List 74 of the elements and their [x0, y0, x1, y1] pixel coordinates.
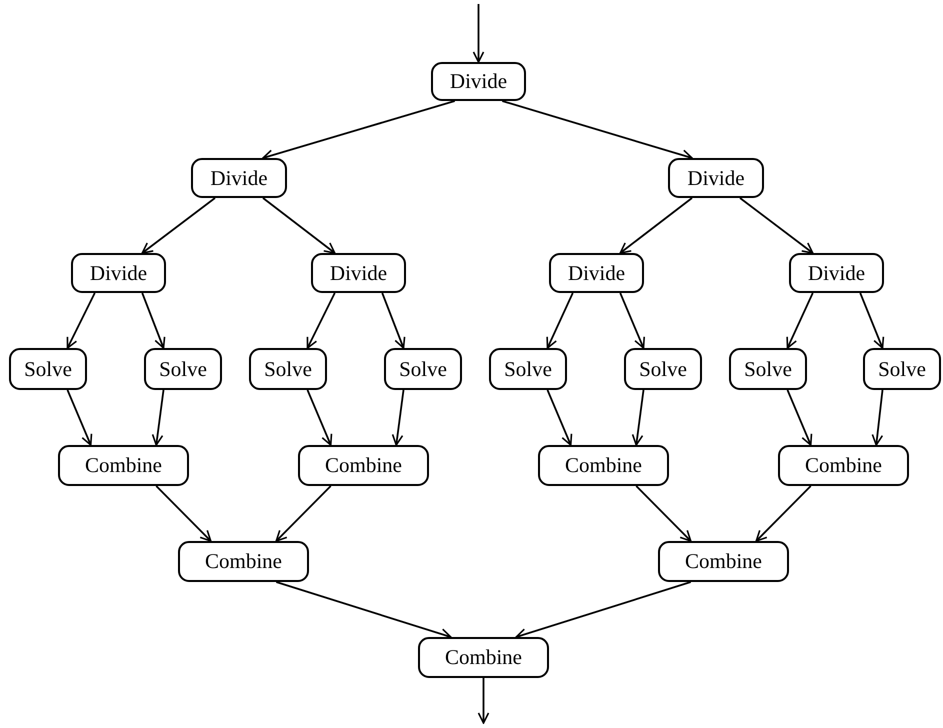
arrow	[546, 292, 574, 349]
node-label: Divide	[450, 69, 508, 94]
arrow	[141, 292, 166, 349]
arrow	[786, 390, 812, 446]
node-label: Divide	[568, 260, 626, 286]
arrow	[276, 581, 452, 640]
arrow	[472, 4, 484, 63]
process-box	[191, 158, 287, 198]
arrow	[515, 581, 692, 640]
process-box	[298, 445, 429, 486]
node-label: Combine	[445, 645, 522, 670]
node-label: Solve	[264, 356, 312, 382]
arrow	[141, 197, 216, 254]
process-box	[249, 348, 327, 390]
node-label: Combine	[325, 453, 402, 478]
arrow	[636, 485, 692, 542]
arrow	[755, 485, 812, 542]
process-box	[778, 445, 909, 486]
arrow	[859, 292, 884, 349]
node-label: Solve	[24, 356, 72, 382]
arrow	[66, 292, 96, 349]
node-label: Divide	[90, 260, 148, 286]
arrow	[152, 390, 164, 446]
arrow	[262, 100, 455, 161]
process-box	[178, 541, 309, 582]
process-box	[658, 541, 789, 582]
arrow	[546, 390, 572, 446]
arrow	[306, 292, 336, 349]
process-box	[624, 348, 702, 390]
process-box	[418, 637, 549, 678]
process-box	[789, 253, 884, 293]
arrow	[632, 390, 644, 446]
node-label: Combine	[85, 453, 162, 478]
node-label: Solve	[159, 356, 207, 382]
node-label: Combine	[205, 549, 282, 574]
node-label: Divide	[330, 260, 388, 286]
arrow	[502, 100, 693, 161]
arrow	[381, 292, 406, 349]
process-box	[538, 445, 669, 486]
arrow	[786, 292, 814, 349]
arrow	[275, 485, 332, 542]
node-label: Solve	[639, 356, 687, 382]
node-label: Divide	[687, 166, 745, 190]
arrow	[306, 390, 332, 446]
process-box	[489, 348, 567, 390]
arrow	[478, 678, 490, 724]
node-label: Solve	[399, 356, 447, 382]
arrow	[262, 197, 336, 254]
node-label: Combine	[805, 453, 882, 478]
process-box	[863, 348, 941, 390]
arrow	[739, 197, 814, 254]
process-box	[58, 445, 189, 486]
process-box	[311, 253, 406, 293]
process-box	[431, 62, 526, 101]
node-label: Solve	[878, 356, 926, 382]
process-box	[384, 348, 462, 390]
node-label: Solve	[504, 356, 552, 382]
process-box	[668, 158, 764, 198]
process-box	[9, 348, 87, 390]
arrow	[619, 292, 645, 349]
node-label: Divide	[808, 260, 866, 286]
node-label: Divide	[210, 166, 268, 190]
arrow	[872, 390, 884, 446]
process-box	[729, 348, 807, 390]
node-label: Combine	[685, 549, 762, 574]
process-box	[549, 253, 644, 293]
process-box	[144, 348, 222, 390]
node-label: Solve	[744, 356, 792, 382]
arrow	[392, 390, 404, 446]
node-label: Combine	[565, 453, 642, 478]
process-box	[71, 253, 166, 293]
arrow	[66, 390, 92, 446]
arrow	[156, 485, 212, 542]
arrow	[619, 197, 693, 254]
